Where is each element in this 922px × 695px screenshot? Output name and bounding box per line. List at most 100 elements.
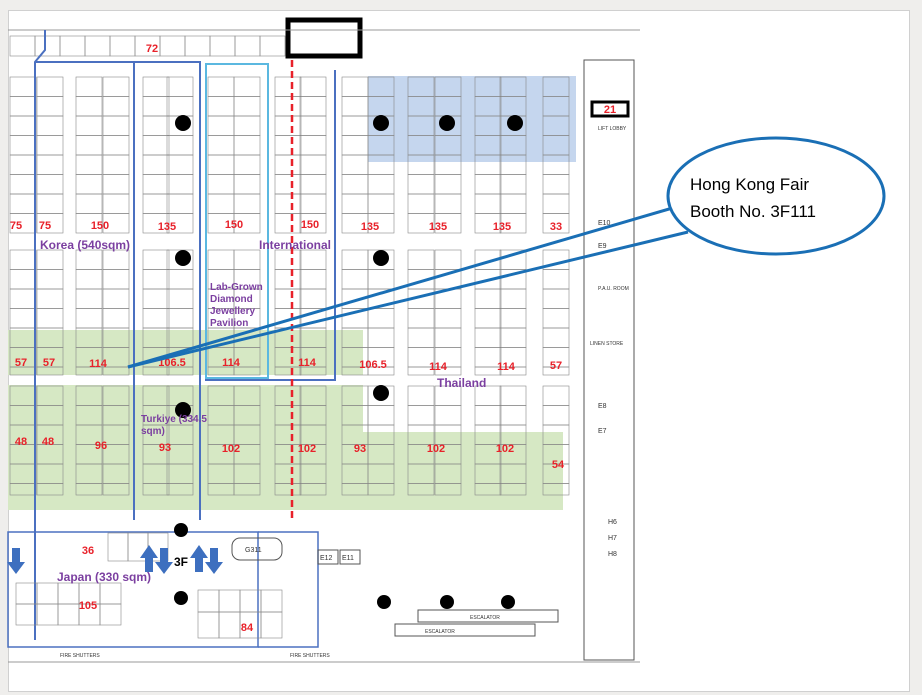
booth — [102, 483, 130, 496]
international-label: International — [259, 238, 331, 252]
svg-text:Turkiye (334.5: Turkiye (334.5 — [141, 414, 207, 425]
booth — [166, 135, 194, 156]
booth — [36, 269, 64, 290]
booth — [75, 366, 103, 376]
booth — [499, 385, 527, 406]
booth — [36, 603, 59, 626]
svg-text:150: 150 — [301, 219, 319, 231]
booth — [434, 308, 462, 329]
booth — [102, 174, 130, 195]
booth — [166, 96, 194, 117]
booth — [407, 385, 435, 406]
booth — [102, 154, 130, 175]
booth — [407, 327, 435, 348]
booth — [299, 366, 327, 376]
booth — [434, 327, 462, 348]
booth — [474, 193, 502, 214]
booth — [9, 135, 37, 156]
svg-text:114: 114 — [429, 361, 448, 373]
svg-text:84: 84 — [241, 622, 254, 634]
booth — [142, 135, 170, 156]
booth — [260, 611, 283, 639]
thailand-label: Thailand — [437, 376, 486, 390]
korea-boundary — [34, 30, 46, 640]
booth — [166, 288, 194, 309]
booth — [367, 213, 395, 234]
svg-text:102: 102 — [427, 443, 445, 455]
svg-text:E12: E12 — [320, 555, 333, 562]
booth — [102, 76, 130, 97]
booth — [102, 288, 130, 309]
booth — [299, 213, 327, 234]
blue-zone — [368, 76, 576, 162]
booth — [367, 366, 395, 376]
booth — [75, 154, 103, 175]
svg-text:57: 57 — [15, 357, 27, 369]
booth — [142, 308, 170, 329]
booth — [34, 35, 61, 57]
booth — [367, 405, 395, 426]
booth — [542, 385, 570, 406]
booth — [259, 35, 286, 57]
svg-text:E10: E10 — [598, 220, 611, 227]
booth — [274, 366, 302, 376]
svg-text:114: 114 — [222, 357, 241, 369]
svg-text:106.5: 106.5 — [359, 359, 387, 371]
booth — [75, 269, 103, 290]
booth — [102, 115, 130, 136]
booth — [218, 589, 241, 613]
svg-text:FIRE SHUTTERS: FIRE SHUTTERS — [60, 653, 100, 659]
booth — [499, 193, 527, 214]
booth — [166, 308, 194, 329]
svg-text:93: 93 — [354, 443, 366, 455]
booth — [407, 193, 435, 214]
green-zone — [363, 432, 563, 510]
booth — [299, 483, 327, 496]
svg-text:150: 150 — [91, 220, 109, 232]
booth — [233, 483, 261, 496]
booth — [109, 35, 136, 57]
booth — [233, 76, 261, 97]
booth — [274, 154, 302, 175]
booth — [75, 213, 103, 234]
svg-text:135: 135 — [429, 221, 447, 233]
booth — [207, 154, 235, 175]
svg-text:114: 114 — [497, 361, 516, 373]
booth — [102, 213, 130, 234]
booth — [499, 213, 527, 234]
booth — [102, 308, 130, 329]
svg-text:Diamond: Diamond — [210, 294, 253, 305]
booth — [499, 174, 527, 195]
booth — [341, 76, 369, 97]
svg-text:150: 150 — [225, 219, 243, 231]
svg-text:P.A.U. ROOM: P.A.U. ROOM — [598, 286, 629, 292]
booth — [36, 483, 64, 496]
booth — [9, 174, 37, 195]
svg-text:G311: G311 — [245, 547, 262, 554]
svg-text:72: 72 — [146, 43, 158, 55]
booth — [166, 154, 194, 175]
booth — [499, 405, 527, 426]
booth — [499, 366, 527, 376]
booth — [197, 611, 220, 639]
booth — [142, 366, 170, 376]
svg-text:33: 33 — [550, 221, 562, 233]
booth — [9, 115, 37, 136]
booth — [36, 366, 64, 376]
booth — [233, 366, 261, 376]
booth — [233, 213, 261, 234]
svg-text:105: 105 — [79, 600, 97, 612]
booth — [233, 154, 261, 175]
booth — [407, 249, 435, 270]
booth — [274, 288, 302, 309]
booth — [367, 308, 395, 329]
booth — [142, 174, 170, 195]
booth — [9, 193, 37, 214]
booth — [474, 366, 502, 376]
svg-text:sqm): sqm) — [141, 426, 165, 437]
booth — [234, 35, 261, 57]
korea-label: Korea (540sqm) — [40, 238, 130, 252]
booth — [542, 405, 570, 426]
